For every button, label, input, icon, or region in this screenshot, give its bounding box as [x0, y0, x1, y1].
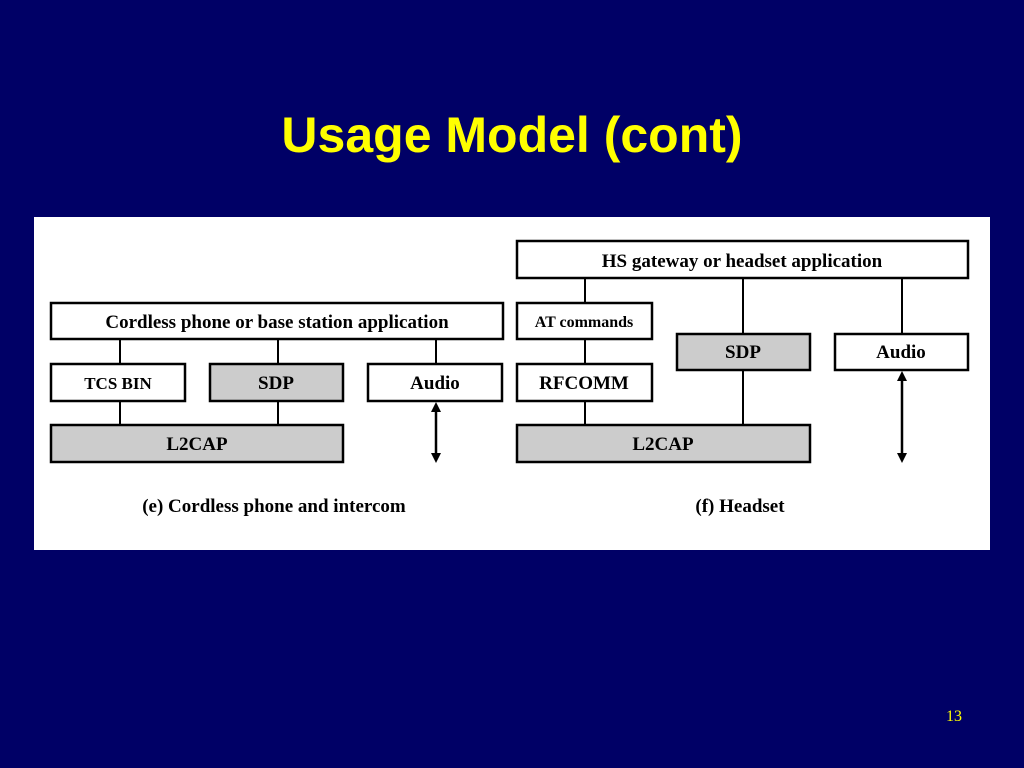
page-number: 13 — [946, 708, 962, 725]
connector-lines-f — [584, 278, 903, 425]
tcs-bin-box: TCS BIN — [49, 362, 187, 403]
diagram-panel: Cordless phone or base station applicati… — [34, 217, 990, 550]
sdp-box-e: SDP — [208, 362, 345, 403]
rfcomm-box: RFCOMM — [515, 362, 654, 403]
rfcomm-label: RFCOMM — [539, 373, 629, 394]
diagram-e: Cordless phone or base station applicati… — [49, 301, 505, 517]
caption-f: (f) Headset — [695, 496, 785, 517]
at-commands-box: AT commands — [515, 301, 654, 341]
connector-lines-e — [119, 339, 437, 425]
slide-title: Usage Model (cont) — [281, 107, 743, 163]
at-commands-label: AT commands — [535, 314, 634, 331]
sdp-box-f: SDP — [675, 332, 812, 372]
sdp-label-f: SDP — [725, 342, 761, 363]
app-label-e: Cordless phone or base station applicati… — [105, 312, 449, 333]
l2cap-label-e: L2CAP — [166, 434, 228, 455]
l2cap-label-f: L2CAP — [632, 434, 694, 455]
protocol-stack-diagram: Cordless phone or base station applicati… — [49, 239, 970, 517]
caption-e: (e) Cordless phone and intercom — [142, 496, 406, 517]
app-box-e: Cordless phone or base station applicati… — [49, 301, 505, 341]
audio-label-f: Audio — [876, 342, 926, 363]
tcs-bin-label: TCS BIN — [84, 374, 152, 393]
app-label-f: HS gateway or headset application — [602, 251, 883, 272]
sdp-label-e: SDP — [258, 373, 294, 394]
l2cap-box-f: L2CAP — [515, 423, 812, 464]
audio-box-e: Audio — [366, 362, 504, 403]
app-box-f: HS gateway or headset application — [515, 239, 970, 280]
audio-label-e: Audio — [410, 373, 460, 394]
audio-box-f: Audio — [833, 332, 970, 372]
diagram-f: HS gateway or headset application AT com… — [515, 239, 970, 517]
l2cap-box-e: L2CAP — [49, 423, 345, 464]
